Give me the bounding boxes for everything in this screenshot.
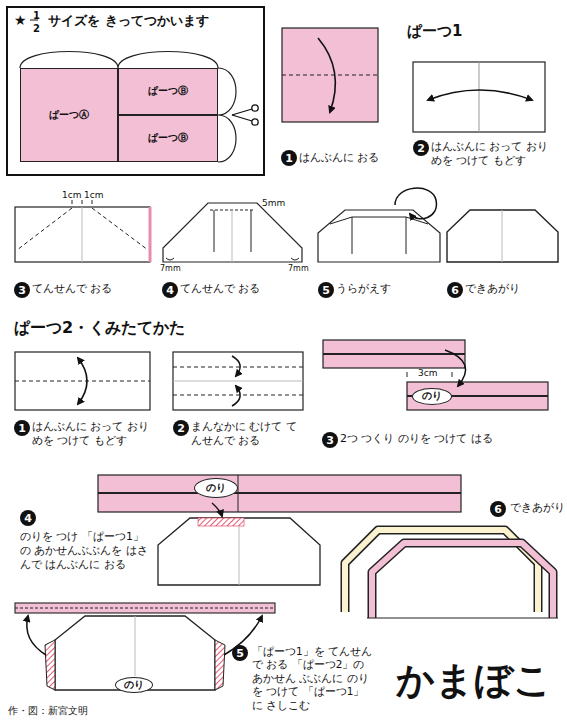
step-digit: 2 xyxy=(417,143,425,154)
instruction-text: まんなかに むけて てんせんで おる xyxy=(191,420,303,448)
part-heading: ぱーつ1 xyxy=(407,22,462,41)
instruction-text: 2つ つくり のりを つけて はる xyxy=(340,432,550,446)
step-number: 3 xyxy=(14,282,30,298)
dimension: 1cm xyxy=(84,190,103,202)
step-digit: 6 xyxy=(494,504,502,515)
step-digit: 3 xyxy=(326,435,334,446)
node-text: のり xyxy=(422,390,442,403)
instruction-frame: ★ 1 2 サイズを きってつかいますぱーつⒶ ぱーつⒷ ぱーつⒷ xyxy=(6,6,265,176)
node-text: ぱーつⒷ xyxy=(148,132,188,145)
title: かまぼこ xyxy=(396,658,552,704)
glue-oval: のり xyxy=(115,677,153,693)
glue-oval: のり xyxy=(412,388,452,405)
step-number: 4 xyxy=(20,510,36,526)
paper-part: ぱーつⒶ xyxy=(20,68,118,162)
credit: 作・図：新宮文明 xyxy=(8,705,88,718)
step-digit: 6 xyxy=(451,285,459,296)
dimension: 7mm xyxy=(160,264,181,274)
step-number: 6 xyxy=(447,282,463,298)
step-number: 5 xyxy=(232,645,248,661)
instruction-text: はんぶんに おる xyxy=(299,151,380,165)
instruction-text: できあがり xyxy=(465,282,520,296)
step-digit: 2 xyxy=(177,423,185,434)
step-digit: 3 xyxy=(18,285,26,296)
node-text: ★ xyxy=(14,13,27,28)
paper-part: ぱーつⒷ xyxy=(118,68,218,115)
node-text: のり xyxy=(206,482,226,495)
instruction-text: うらがえす xyxy=(336,282,391,296)
step-number: 1 xyxy=(14,420,30,436)
dimension: 1cm xyxy=(62,190,81,202)
instruction-text: 「ぱーつ1」を てんせんで おる 「ぱーつ2」の あかせん ぶぶんに のりを つ… xyxy=(252,645,374,712)
part-heading: ぱーつ2・くみたてかた xyxy=(14,318,185,338)
node-text: 1 xyxy=(33,10,40,21)
step-digit: 5 xyxy=(236,648,244,659)
dimension: 7mm xyxy=(288,264,309,274)
node-text: ぱーつⒷ xyxy=(148,85,188,98)
instruction-text: はんぶんに おって おりめを つけて もどす xyxy=(32,420,150,448)
glue-oval: のり xyxy=(194,478,238,498)
node-text: のり xyxy=(124,679,144,692)
step-number: 5 xyxy=(318,282,334,298)
step-digit: 1 xyxy=(285,153,293,164)
step-number: 4 xyxy=(162,282,178,298)
step-number: 1 xyxy=(281,150,297,166)
step-digit: 4 xyxy=(24,513,32,524)
instruction-text: てんせんで おる xyxy=(32,282,113,296)
dimension: 5mm xyxy=(262,198,285,210)
dimension: 3cm xyxy=(418,368,437,380)
instruction-text: できあがり xyxy=(510,501,565,515)
step-number: 2 xyxy=(173,420,189,436)
node-text: ぱーつⒶ xyxy=(49,109,89,122)
step-number: 6 xyxy=(490,501,506,517)
instruction-text: てんせんで おる xyxy=(180,282,261,296)
step-digit: 1 xyxy=(18,423,26,434)
node-text: 2 xyxy=(33,23,40,34)
instruction-text: のりを つけ 「ぱーつ1」の あかせんぶぶんを はさんで はんぶんに おる xyxy=(20,530,154,572)
paper-part: ぱーつⒷ xyxy=(118,115,218,162)
step-digit: 4 xyxy=(166,285,174,296)
step-digit: 5 xyxy=(322,285,330,296)
step-number: 3 xyxy=(322,432,338,448)
instruction-text: はんぶんに おって おりめを つけて もどす xyxy=(431,140,551,168)
step-number: 2 xyxy=(413,140,429,156)
node-text: サイズを きってつかいます xyxy=(48,14,209,28)
